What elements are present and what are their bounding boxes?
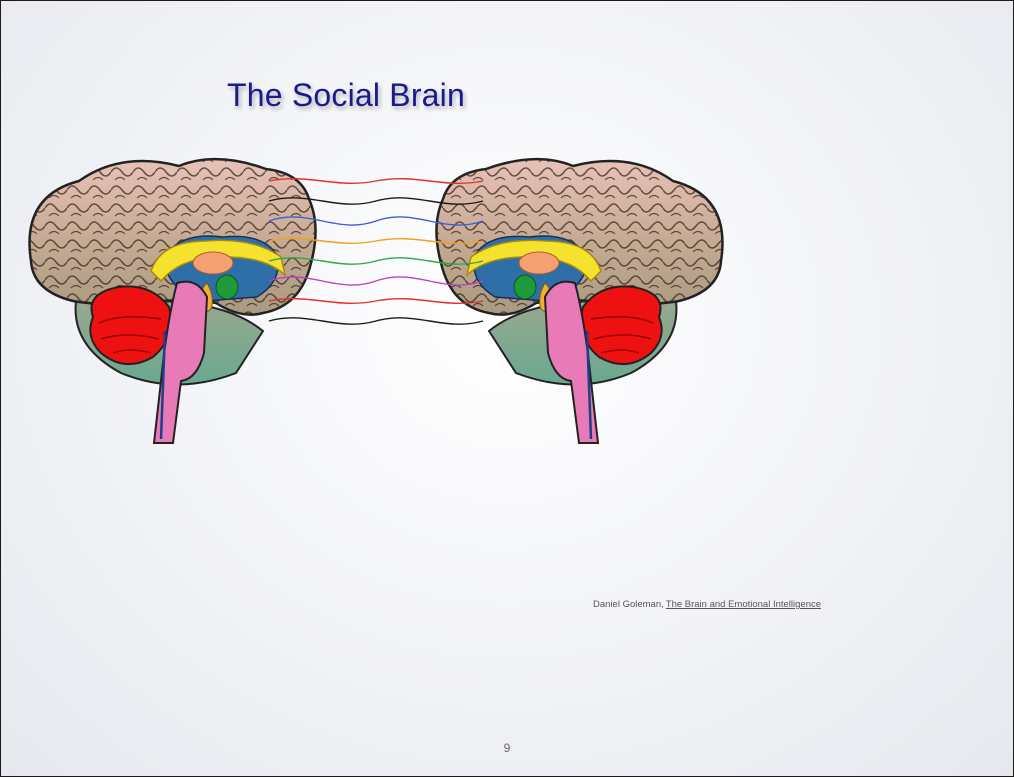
citation: Daniel Goleman,The Brain and Emotional I… [593, 599, 821, 610]
citation-book-link[interactable]: The Brain and Emotional Intelligence [666, 599, 821, 610]
citation-author: Daniel Goleman, [593, 599, 664, 610]
link-line [269, 179, 483, 184]
brain-left [30, 159, 316, 443]
page-number: 9 [1, 741, 1013, 755]
link-line [269, 318, 483, 324]
link-line [269, 299, 483, 304]
